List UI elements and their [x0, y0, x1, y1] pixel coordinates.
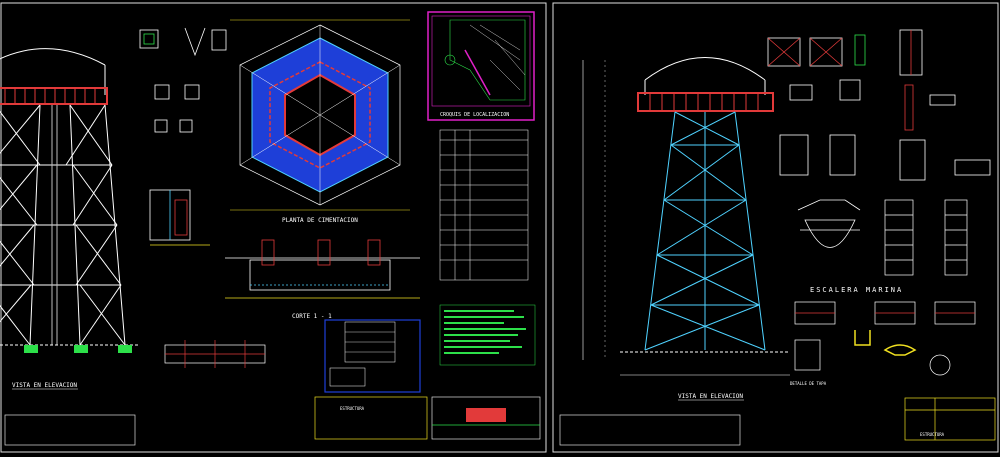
reinforcement-table [439, 129, 529, 281]
general-notes [439, 304, 536, 366]
title-block-right-tag: ESTRUCTURA [920, 432, 945, 437]
sheet-left-frame [0, 2, 547, 453]
marine-ladder [884, 199, 968, 276]
tower-elevation-left [0, 48, 140, 353]
elevation-title-left: VISTA EN ELEVACION [12, 382, 77, 389]
tank-balcony-right [637, 92, 774, 112]
foundation-plan-title: PLANTA DE CIMENTACION [282, 217, 358, 224]
connection-details-left [139, 27, 227, 246]
tank-dome-right [644, 57, 766, 81]
anchor-detail-box [324, 319, 421, 393]
sheet-right-frame [552, 2, 999, 453]
tank-balcony [0, 87, 108, 105]
location-sketch [427, 11, 535, 121]
title-block-left [4, 396, 541, 446]
title-block-left-tag: ESTRUCTURA [340, 406, 365, 411]
ladder-sections [794, 301, 976, 376]
sheet-right: VISTA EN ELEVACION [552, 2, 999, 453]
connection-details-right [767, 29, 991, 181]
section-title: CORTE 1 - 1 [292, 313, 332, 320]
ring-beam [269, 61, 371, 169]
location-sketch-title: CROQUIS DE LOCALIZACION [440, 112, 509, 118]
ladder-title: ESCALERA MARINA [810, 286, 903, 294]
elevation-title-right: VISTA EN ELEVACION [678, 393, 743, 400]
tower-elevation-right [620, 57, 790, 376]
foundation-plan [230, 19, 410, 211]
sheet-left: VISTA EN ELEVACION [0, 2, 547, 453]
title-block-right [559, 397, 996, 446]
manhole-note: DETALLE DE TAPA [790, 381, 827, 386]
manhole-detail [797, 199, 861, 248]
tank-dome [0, 48, 106, 66]
beam-detail [164, 340, 266, 368]
section-1-1 [225, 239, 420, 299]
